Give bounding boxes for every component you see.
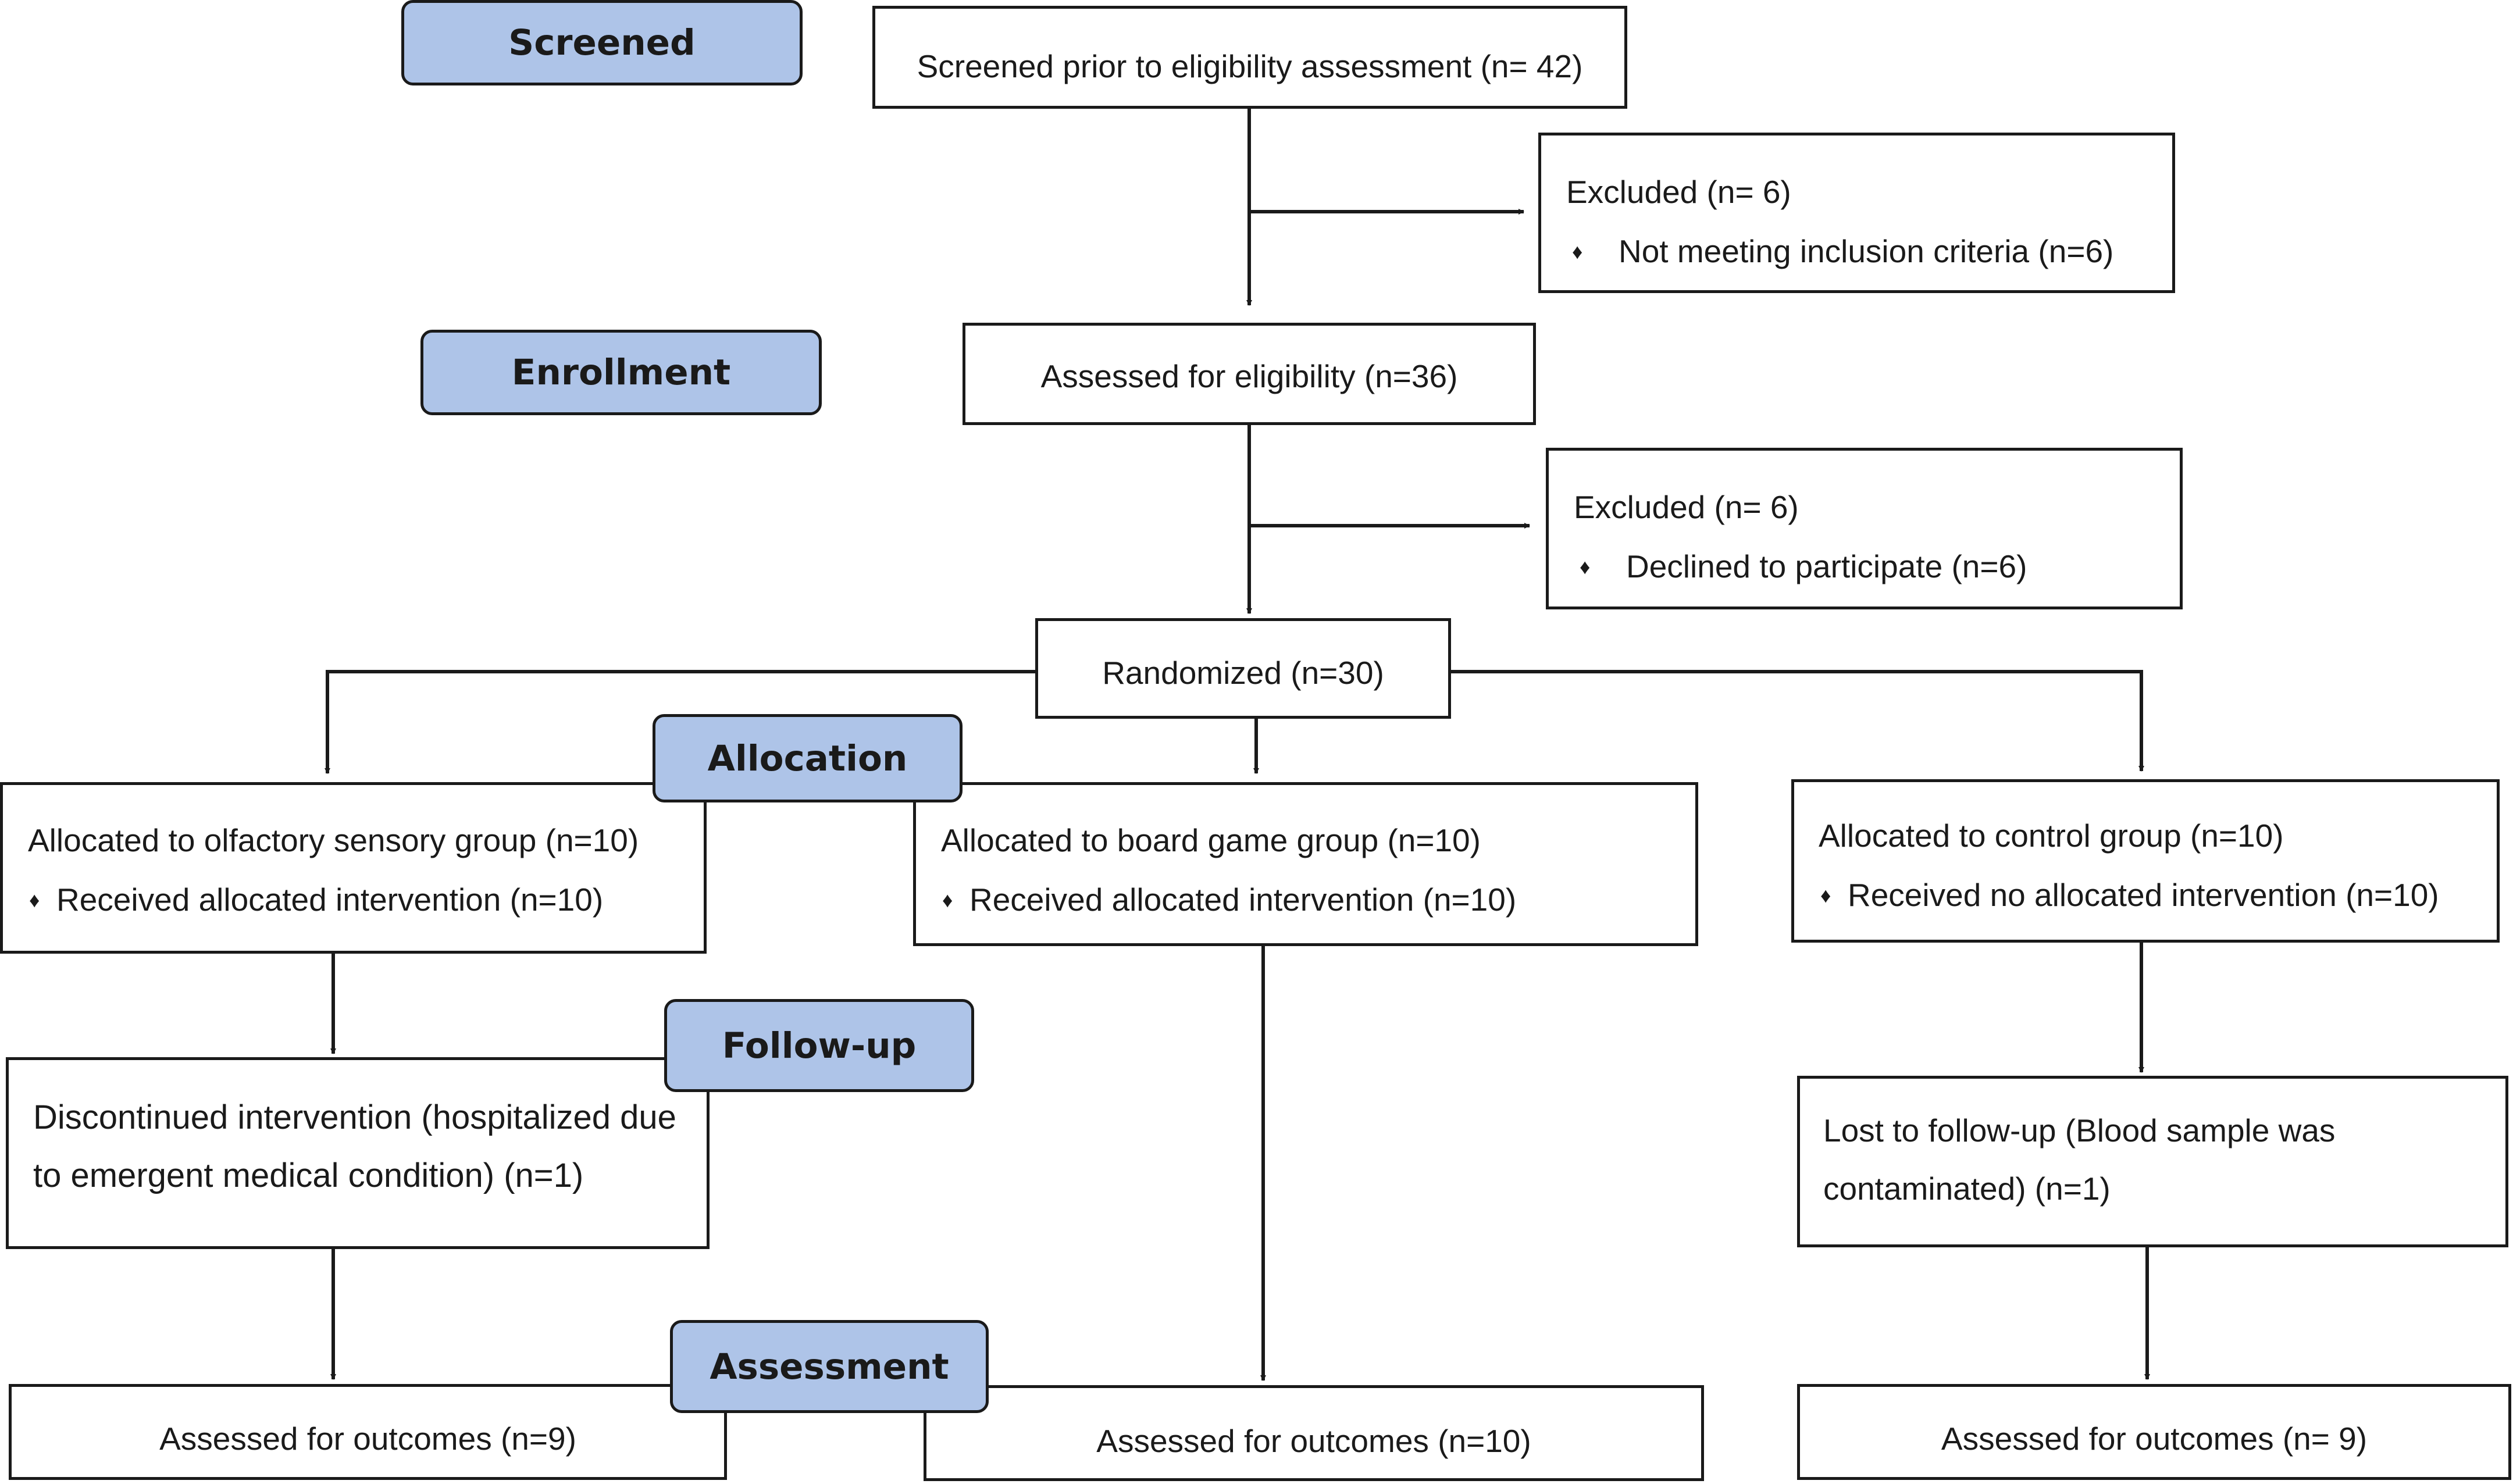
- arrow-randomized-to-olfactory: [325, 670, 1035, 774]
- boardgame-group-title: Allocated to board game group (n=10): [941, 822, 1481, 858]
- discontinued-box: Discontinued intervention (hospitalized …: [6, 1057, 710, 1249]
- eligibility-text: Assessed for eligibility (n=36): [1040, 358, 1458, 394]
- discontinued-line-1: Discontinued intervention (hospitalized …: [33, 1098, 676, 1136]
- eligibility-box: Assessed for eligibility (n=36): [963, 323, 1536, 425]
- outcome-olfactory-box: Assessed for outcomes (n=9): [9, 1384, 727, 1480]
- bullet-icon: ♦: [1820, 883, 1831, 907]
- stage-assessment: Assessment: [670, 1320, 989, 1413]
- stage-screened: Screened: [401, 0, 803, 85]
- bullet-icon: ♦: [1580, 555, 1591, 579]
- excluded-2-title: Excluded (n= 6): [1574, 489, 1799, 525]
- bullet-icon: ♦: [942, 888, 953, 912]
- outcome-olfactory-text: Assessed for outcomes (n=9): [159, 1421, 576, 1457]
- arrow-randomized-to-control: [1451, 670, 2144, 772]
- boardgame-group-box: Allocated to board game group (n=10) ♦ R…: [913, 782, 1698, 946]
- outcome-control-box: Assessed for outcomes (n= 9): [1797, 1384, 2511, 1480]
- outcome-boardgame-box: Assessed for outcomes (n=10): [924, 1385, 1704, 1481]
- screened-text: Screened prior to eligibility assessment…: [917, 48, 1583, 84]
- olfactory-group-box: Allocated to olfactory sensory group (n=…: [0, 782, 707, 954]
- control-group-box: Allocated to control group (n=10) ♦ Rece…: [1791, 779, 2500, 943]
- stage-enrollment: Enrollment: [420, 330, 822, 415]
- randomized-text: Randomized (n=30): [1102, 655, 1384, 691]
- olfactory-group-item: Received allocated intervention (n=10): [56, 882, 604, 918]
- control-group-item: Received no allocated intervention (n=10…: [1848, 877, 2439, 913]
- discontinued-line-2: to emergent medical condition) (n=1): [33, 1157, 584, 1194]
- excluded-2-box: Excluded (n= 6) ♦ Declined to participat…: [1546, 448, 2183, 609]
- lost-followup-box: Lost to follow-up (Blood sample was cont…: [1797, 1076, 2508, 1247]
- randomized-box: Randomized (n=30): [1035, 618, 1451, 719]
- control-group-title: Allocated to control group (n=10): [1819, 818, 2284, 854]
- outcome-control-text: Assessed for outcomes (n= 9): [1941, 1421, 2368, 1457]
- excluded-1-item: Not meeting inclusion criteria (n=6): [1619, 233, 2114, 269]
- lost-followup-line-1: Lost to follow-up (Blood sample was: [1823, 1112, 2336, 1148]
- excluded-1-box: Excluded (n= 6) ♦ Not meeting inclusion …: [1538, 133, 2175, 293]
- lost-followup-line-2: contaminated) (n=1): [1823, 1171, 2111, 1207]
- stage-followup: Follow-up: [664, 999, 974, 1092]
- bullet-icon: ♦: [29, 888, 40, 912]
- excluded-1-title: Excluded (n= 6): [1566, 174, 1791, 210]
- bullet-icon: ♦: [1572, 240, 1583, 263]
- outcome-boardgame-text: Assessed for outcomes (n=10): [1096, 1423, 1531, 1459]
- stage-allocation: Allocation: [653, 714, 963, 802]
- screened-box: Screened prior to eligibility assessment…: [872, 6, 1627, 109]
- olfactory-group-title: Allocated to olfactory sensory group (n=…: [28, 822, 639, 858]
- excluded-2-item: Declined to participate (n=6): [1626, 548, 2027, 584]
- boardgame-group-item: Received allocated intervention (n=10): [969, 882, 1517, 918]
